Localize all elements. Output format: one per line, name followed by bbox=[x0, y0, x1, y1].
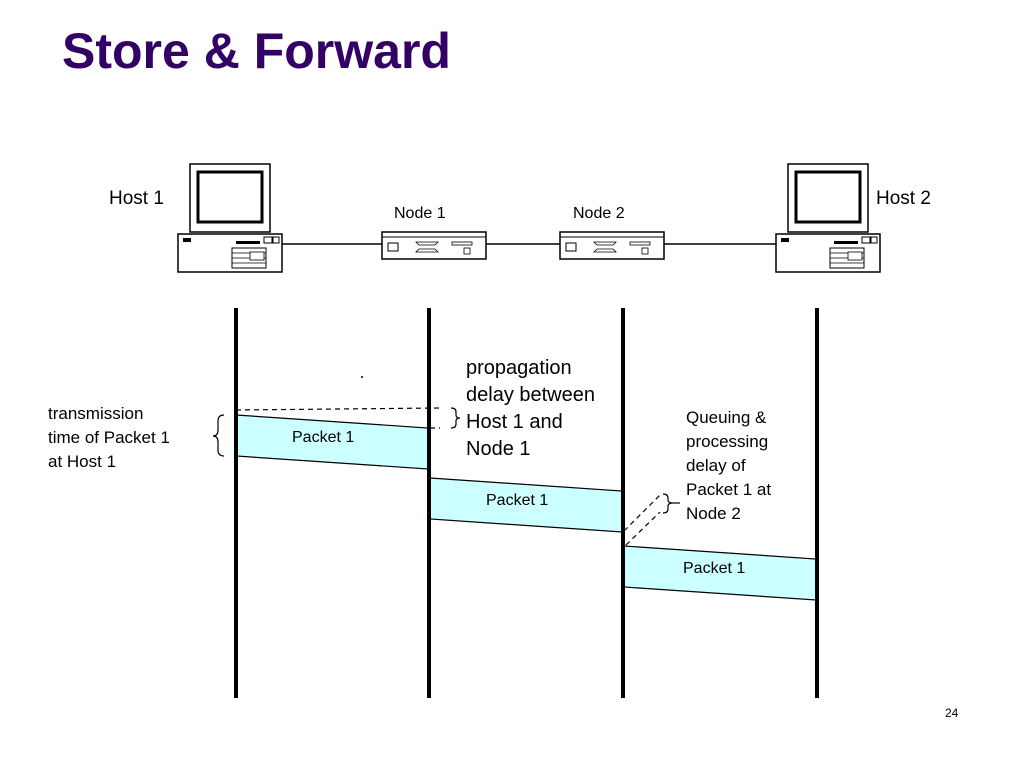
host1-label: Host 1 bbox=[109, 188, 164, 209]
node2-label: Node 2 bbox=[573, 205, 625, 222]
host1-computer-icon bbox=[177, 163, 283, 273]
queuing-brace bbox=[662, 493, 674, 514]
page-number: 24 bbox=[945, 706, 959, 720]
host2-label: Host 2 bbox=[876, 188, 931, 209]
packet-label-1: Packet 1 bbox=[292, 429, 355, 446]
node2-router-icon bbox=[559, 231, 665, 260]
packet-label-3: Packet 1 bbox=[683, 560, 746, 577]
queuing-dash-bottom bbox=[625, 511, 661, 546]
packet-label-2: Packet 1 bbox=[486, 492, 549, 509]
transmission-time-annotation: transmission time of Packet 1 at Host 1 bbox=[48, 404, 170, 471]
stray-dot bbox=[361, 376, 363, 378]
propagation-delay-annotation: propagation delay between Host 1 and Nod… bbox=[466, 357, 595, 460]
slide-title: Store & Forward bbox=[62, 23, 451, 79]
host2-computer-icon bbox=[775, 163, 881, 273]
queuing-delay-annotation: Queuing & processing delay of Packet 1 a… bbox=[686, 408, 772, 523]
node1-label: Node 1 bbox=[394, 205, 446, 222]
queuing-dash-top bbox=[623, 494, 661, 532]
propagation-dash-top bbox=[235, 407, 441, 411]
propagation-brace bbox=[450, 407, 461, 429]
transmission-brace bbox=[212, 414, 225, 457]
node1-router-icon bbox=[381, 231, 487, 260]
